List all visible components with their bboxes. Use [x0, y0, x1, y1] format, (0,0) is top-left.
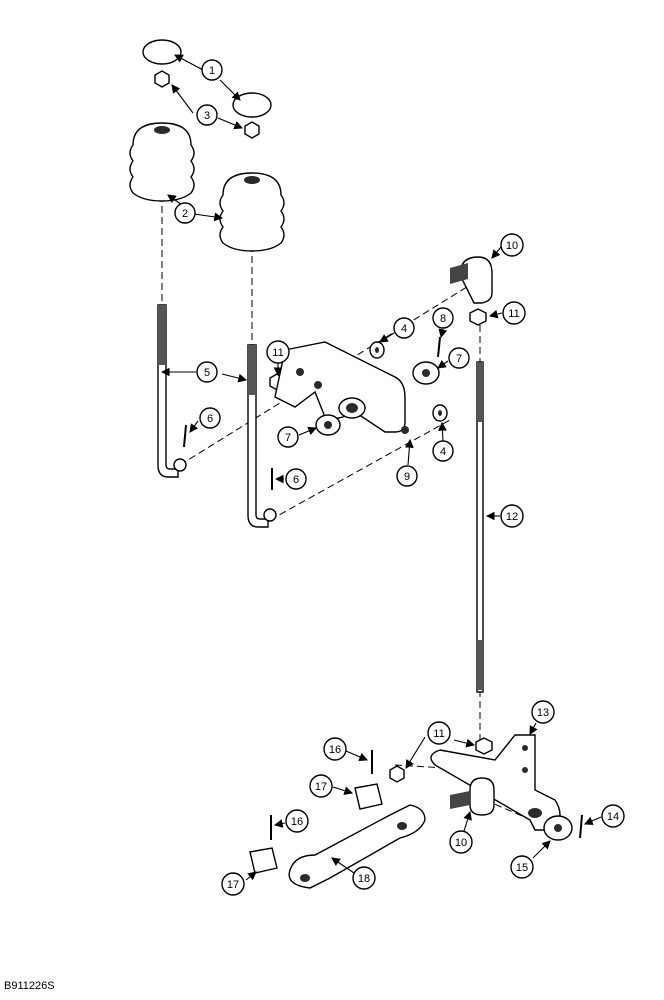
svg-text:10: 10 [455, 837, 467, 849]
callout: 9 [396, 465, 418, 487]
callout: 16 [323, 737, 347, 761]
cotter-pin-upper [183, 424, 187, 448]
link-18 [288, 804, 426, 889]
callout: 6 [285, 468, 307, 490]
nut-lower-left [389, 765, 405, 783]
svg-text:12: 12 [506, 511, 518, 523]
callout: 5 [196, 361, 218, 383]
svg-text:16: 16 [329, 744, 341, 756]
svg-text:9: 9 [404, 471, 410, 483]
callout: 1 [201, 59, 223, 81]
cotter-pin-8 [437, 336, 441, 358]
nut-rod-upper [469, 308, 487, 326]
callout: 11 [266, 340, 290, 364]
callout: 13 [531, 700, 555, 724]
lever-13 [430, 734, 561, 831]
j-bolt-left [157, 304, 187, 478]
washer-large-right [412, 361, 440, 385]
cap-left [142, 39, 182, 65]
svg-text:14: 14 [607, 811, 619, 823]
svg-text:4: 4 [440, 446, 446, 458]
callout: 7 [277, 426, 299, 448]
svg-text:2: 2 [182, 208, 188, 220]
callout: 8 [432, 307, 454, 329]
cotter-pin-14 [579, 814, 583, 839]
svg-text:11: 11 [433, 728, 444, 740]
svg-text:17: 17 [227, 879, 239, 891]
callout: 15 [510, 855, 534, 879]
svg-text:6: 6 [293, 474, 299, 486]
callout: 4 [393, 317, 415, 339]
svg-text:6: 6 [207, 413, 213, 425]
washer-small-upper [369, 341, 385, 359]
clevis-pin-lower [249, 847, 278, 874]
threaded-rod [476, 361, 484, 693]
svg-text:4: 4 [401, 323, 407, 335]
callout: 10 [449, 830, 473, 854]
svg-text:13: 13 [537, 707, 549, 719]
svg-text:7: 7 [456, 353, 462, 365]
svg-text:16: 16 [291, 816, 303, 828]
figure-id: B911226S [4, 980, 55, 992]
svg-text:3: 3 [204, 110, 210, 122]
cap-right [232, 92, 272, 118]
svg-text:5: 5 [204, 367, 210, 379]
svg-text:10: 10 [506, 240, 518, 252]
rod-end-lower [450, 777, 495, 816]
callout: 4 [432, 440, 454, 462]
rod-end-upper [450, 256, 493, 304]
svg-text:1: 1 [209, 65, 215, 77]
callout: 12 [500, 504, 524, 528]
bracket [274, 341, 409, 434]
nut-lower-right [475, 737, 493, 755]
callout: 11 [427, 721, 451, 745]
washer-15 [543, 815, 573, 841]
svg-text:18: 18 [358, 873, 370, 885]
callout: 7 [448, 347, 470, 369]
svg-text:15: 15 [516, 862, 528, 874]
svg-text:7: 7 [285, 432, 291, 444]
nut-left [154, 70, 170, 88]
svg-text:11: 11 [508, 308, 519, 320]
callout: 6 [199, 407, 221, 429]
isolator-right [219, 172, 285, 252]
callout: 17 [309, 774, 333, 798]
washer-large-left [315, 414, 341, 436]
callout: 17 [221, 872, 245, 896]
callout: 2 [174, 202, 196, 224]
nut-right [244, 121, 260, 139]
callout: 14 [601, 804, 625, 828]
svg-text:8: 8 [440, 313, 446, 325]
callout: 18 [352, 866, 376, 890]
callout: 11 [502, 301, 526, 325]
isolator-left [129, 122, 195, 202]
j-bolt-right [247, 344, 277, 528]
svg-text:11: 11 [272, 347, 283, 359]
callout: 16 [285, 809, 309, 833]
svg-text:17: 17 [315, 781, 327, 793]
clevis-pin-upper [354, 783, 383, 810]
callout: 3 [196, 104, 218, 126]
washer-small-lower [432, 404, 448, 422]
callout: 10 [500, 233, 524, 257]
